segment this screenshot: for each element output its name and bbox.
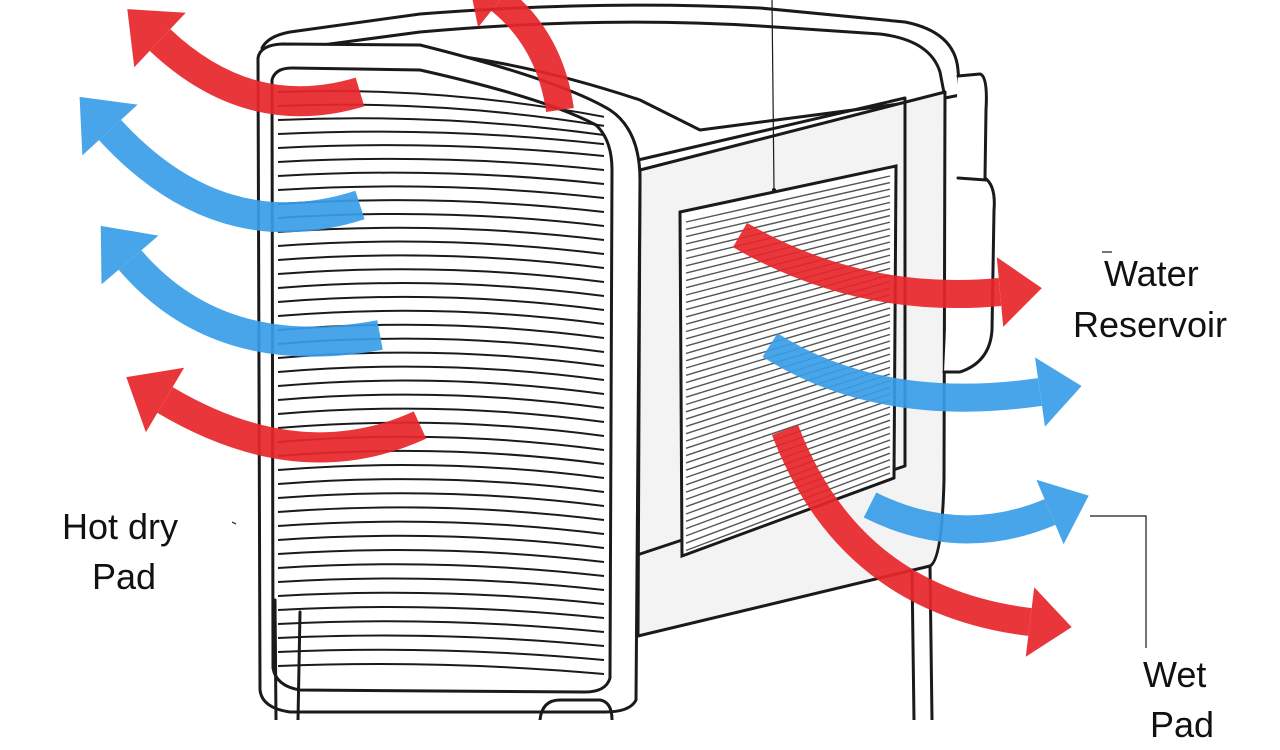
cool-air-arrow-head: [100, 225, 159, 285]
evaporative-cooler-diagram: [79, 0, 1147, 720]
hot-air-arrow-shaft: [771, 424, 1032, 636]
wet-pad-slat: [685, 201, 891, 252]
front-grille-slat: [277, 520, 605, 535]
wet-pad-slat: [685, 254, 891, 311]
front-grille-slat: [277, 549, 605, 563]
front-grille-slat: [277, 421, 605, 437]
front-grille-slat: [277, 393, 605, 409]
cool-air-arrow-head: [1036, 479, 1089, 545]
front-grille-slat: [277, 563, 605, 577]
hot-air-arrow-shaft: [732, 222, 1002, 309]
front-grille-slat: [277, 591, 605, 605]
wet-pad-slat: [685, 386, 891, 457]
front-grille-slat: [277, 157, 605, 171]
front-grille-slat: [277, 648, 605, 661]
wet-pad-slat: [685, 208, 891, 260]
hot-air-arrow-shaft: [149, 29, 365, 117]
wet-pad-slat: [685, 247, 891, 303]
front-grille-slat: [277, 254, 605, 269]
label-reservoir: Reservoir: [1073, 304, 1228, 345]
front-grille-slat: [277, 130, 605, 146]
hot-air-arrow-head: [1025, 587, 1072, 657]
wet-pad-slat: [685, 181, 891, 230]
wet-pad-slat: [685, 452, 891, 530]
front-grille-slat: [277, 534, 605, 549]
front-grille-slat: [277, 407, 605, 423]
wet-pad-slat: [685, 465, 891, 544]
wet-pad-slat: [685, 353, 891, 420]
front-grille-slat: [277, 463, 605, 479]
front-grille-slat: [277, 634, 605, 647]
front-grille-slat: [277, 663, 605, 675]
wet-pad-slat: [685, 188, 891, 238]
front-grille-slat: [277, 240, 605, 255]
front-grille-slat: [277, 171, 605, 185]
reservoir-tank: [942, 72, 996, 374]
cool-air-arrow-shaft: [863, 492, 1056, 544]
hot-air-arrow-shaft: [491, 0, 574, 113]
wet-pad-slat: [685, 294, 891, 355]
callout-line-hot-dry-pad: [231, 521, 237, 525]
wet-pad-slat: [685, 195, 891, 245]
label-hot-dry: Hot dry: [62, 506, 179, 547]
front-grille-slat: [277, 282, 605, 297]
hot-air-arrow-head: [126, 367, 185, 433]
label-hot-dry-pad: Pad: [92, 556, 157, 597]
airflow-arrows: [79, 0, 1089, 657]
wet-pad-slat: [685, 439, 891, 515]
callout-line-wet-pad: [1090, 515, 1147, 648]
cool-air-arrow-shaft: [762, 333, 1042, 412]
wet-pad-slat: [685, 175, 891, 223]
callout-line-top: [771, 0, 775, 191]
front-grille-slat: [277, 492, 605, 507]
front-grille-slat: [277, 117, 605, 136]
front-grille-slat: [277, 379, 605, 395]
front-grille-slat: [277, 185, 605, 199]
label-water: Water: [1104, 253, 1199, 294]
wet-pad-slat: [685, 393, 891, 464]
front-grille-slat: [277, 144, 605, 157]
cool-air-arrow-head: [79, 96, 138, 156]
wet-pad-slat: [685, 445, 891, 522]
front-grille-slat: [277, 268, 605, 283]
cool-air-arrow-shaft: [118, 250, 383, 357]
cooler-top-lid: [260, 3, 962, 100]
label-wet: Wet: [1143, 654, 1207, 695]
label-wet-pad: Pad: [1150, 704, 1215, 745]
wet-pad-slat: [685, 472, 891, 552]
hot-air-arrow-head: [996, 257, 1042, 327]
wet-pad-slat: [685, 307, 891, 369]
wet-pad-slat: [685, 459, 891, 537]
label-callouts: [231, 251, 1147, 648]
front-grille-slat: [277, 478, 605, 493]
front-grille-slat: [277, 605, 605, 619]
cool-air-arrow-shaft: [98, 119, 365, 233]
wet-pad-slat: [685, 287, 891, 347]
hot-air-arrow-head: [472, 0, 500, 28]
wet-pad-slat: [685, 300, 891, 362]
cooler-foot: [538, 698, 614, 720]
wet-pad-slat: [685, 340, 891, 406]
cool-air-arrow-head: [1035, 357, 1082, 427]
hot-air-arrow-shaft: [157, 387, 427, 463]
hot-air-arrow-head: [127, 9, 186, 68]
front-grille-slat: [277, 365, 605, 381]
wet-pad-slat: [685, 214, 891, 267]
front-grille-slat: [277, 506, 605, 521]
front-grille-slat: [277, 620, 605, 633]
front-grille-slat: [277, 309, 605, 325]
wet-pad-slat: [685, 346, 891, 413]
front-grille-slat: [277, 577, 605, 591]
front-grille-slat: [277, 295, 605, 311]
